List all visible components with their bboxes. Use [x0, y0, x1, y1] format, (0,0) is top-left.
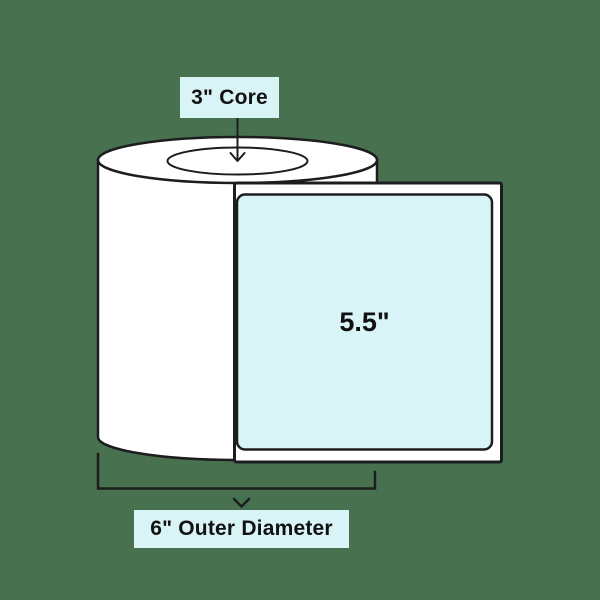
- outer-diameter-callout: 6" Outer Diameter: [134, 510, 349, 548]
- core-size-callout: 3" Core: [180, 77, 279, 118]
- core-pointer-arrow: [229, 117, 246, 162]
- label-width-text: 5.5": [339, 306, 390, 337]
- label-face: [235, 193, 494, 451]
- diameter-bracket: [96, 452, 377, 490]
- diameter-arrow-chevron: [232, 497, 251, 508]
